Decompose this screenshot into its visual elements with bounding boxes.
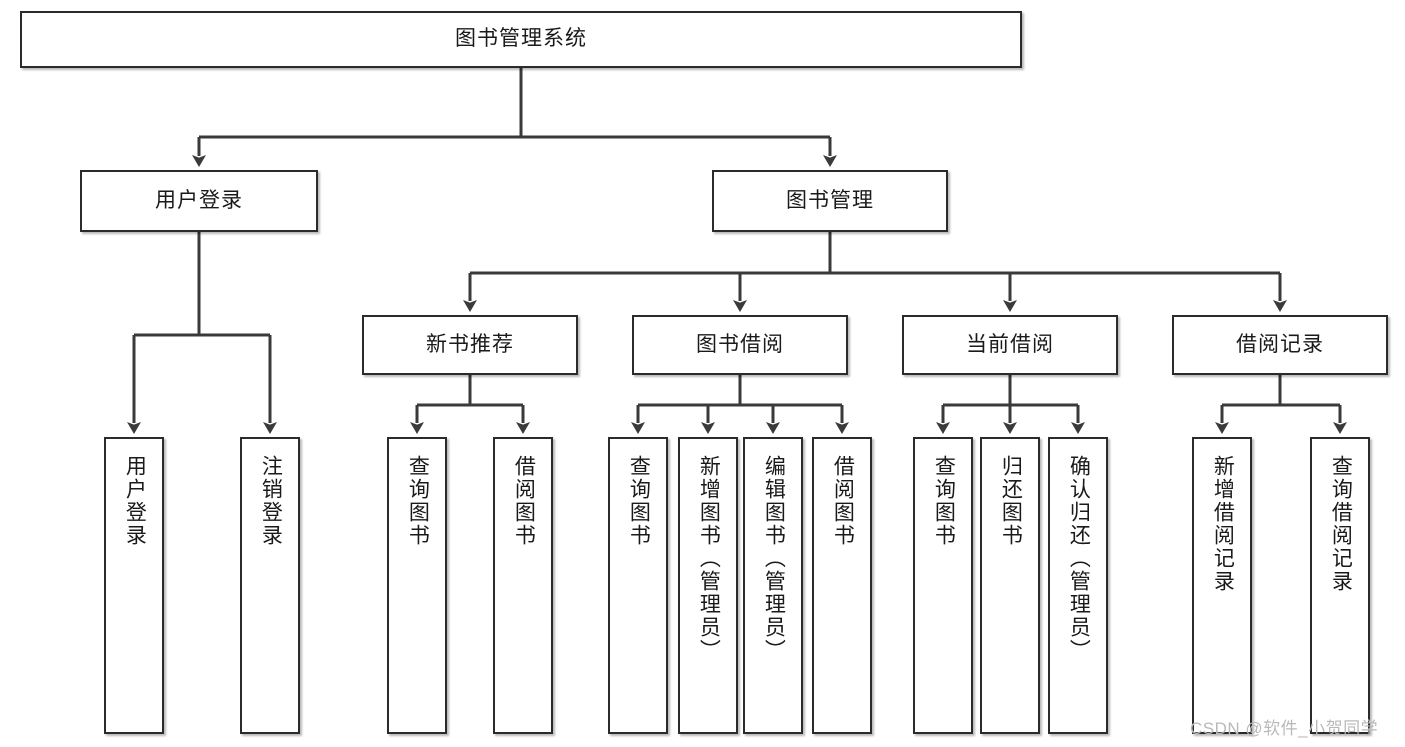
node-current-borrow-label: 当前借阅	[966, 332, 1054, 356]
leaf-borrow-query-book[interactable]: 查询图书	[608, 437, 668, 734]
node-root-label: 图书管理系统	[455, 27, 587, 51]
leaf-label: 查询借阅记录	[1329, 455, 1353, 593]
leaf-label: 编辑图书（管理员）	[762, 455, 786, 662]
leaf-label: 注销登录	[259, 455, 283, 547]
leaf-current-confirm-return[interactable]: 确认归还（管理员）	[1048, 437, 1108, 734]
node-book-management-label: 图书管理	[786, 188, 874, 212]
leaf-label: 新增图书（管理员）	[697, 455, 721, 662]
node-new-book-recommend[interactable]: 新书推荐	[362, 315, 578, 375]
node-root[interactable]: 图书管理系统	[20, 11, 1022, 68]
leaf-borrow-borrow-book[interactable]: 借阅图书	[812, 437, 872, 734]
node-book-management[interactable]: 图书管理	[712, 170, 948, 232]
leaf-label: 用户登录	[123, 455, 147, 547]
leaf-record-add-record[interactable]: 新增借阅记录	[1192, 437, 1252, 734]
leaf-label: 确认归还（管理员）	[1067, 455, 1091, 662]
leaf-recommend-borrow-book[interactable]: 借阅图书	[493, 437, 553, 734]
leaf-borrow-edit-book[interactable]: 编辑图书（管理员）	[743, 437, 803, 734]
node-book-borrow-label: 图书借阅	[696, 332, 784, 356]
leaf-label: 查询图书	[932, 455, 956, 547]
leaf-record-query-record[interactable]: 查询借阅记录	[1310, 437, 1370, 734]
leaf-label: 查询图书	[627, 455, 651, 547]
leaf-borrow-add-book[interactable]: 新增图书（管理员）	[678, 437, 738, 734]
leaf-label: 借阅图书	[512, 455, 536, 547]
node-user-login-label: 用户登录	[155, 188, 243, 212]
node-book-borrow[interactable]: 图书借阅	[632, 315, 848, 375]
leaf-current-query-book[interactable]: 查询图书	[913, 437, 973, 734]
leaf-label: 查询图书	[406, 455, 430, 547]
leaf-label: 借阅图书	[831, 455, 855, 547]
node-new-book-recommend-label: 新书推荐	[426, 332, 514, 356]
leaf-user-login-logout[interactable]: 注销登录	[240, 437, 300, 734]
node-borrow-record[interactable]: 借阅记录	[1172, 315, 1388, 375]
leaf-label: 新增借阅记录	[1211, 455, 1235, 593]
leaf-current-return-book[interactable]: 归还图书	[980, 437, 1040, 734]
node-user-login[interactable]: 用户登录	[80, 170, 318, 232]
node-borrow-record-label: 借阅记录	[1236, 332, 1324, 356]
leaf-user-login-login[interactable]: 用户登录	[104, 437, 164, 734]
leaf-recommend-query-book[interactable]: 查询图书	[387, 437, 447, 734]
leaf-label: 归还图书	[999, 455, 1023, 547]
node-current-borrow[interactable]: 当前借阅	[902, 315, 1118, 375]
